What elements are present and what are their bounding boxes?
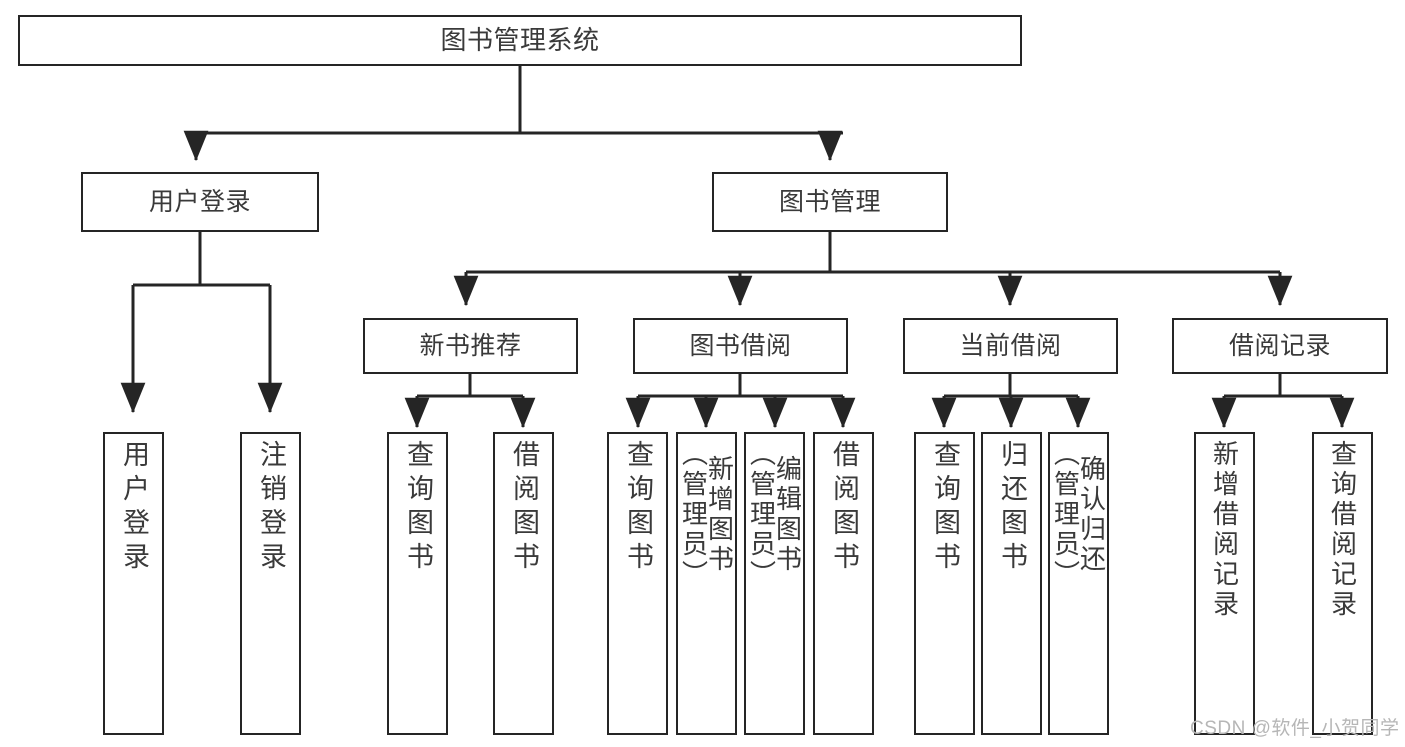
leaf-borrow-book-recommend[interactable]: 借阅图书 [493, 432, 554, 735]
leaf-query-book-borrow[interactable]: 查询图书 [607, 432, 668, 735]
node-label: 借阅图书 [509, 440, 539, 576]
leaf-return-book[interactable]: 归还图书 [981, 432, 1042, 735]
leaf-add-book-admin[interactable]: 新增图书 （管理员） [676, 432, 737, 735]
node-label: 查询图书 [930, 440, 960, 576]
leaf-user-login[interactable]: 用户登录 [103, 432, 164, 735]
node-label: 注销登录 [256, 440, 286, 576]
leaf-query-book-recommend[interactable]: 查询图书 [387, 432, 448, 735]
node-label: 用户登录 [148, 188, 251, 216]
node-label: 图书管理 [778, 188, 881, 216]
node-label: 图书管理系统 [440, 24, 600, 55]
node-label: 编辑图书 （管理员） [746, 440, 803, 590]
node-label: 借阅图书 [829, 440, 859, 576]
node-label: 确认归还 （管理员） [1050, 440, 1107, 590]
leaf-edit-book-admin[interactable]: 编辑图书 （管理员） [744, 432, 805, 735]
node-label: 新增图书 （管理员） [678, 440, 735, 590]
leaf-borrow-book[interactable]: 借阅图书 [813, 432, 874, 735]
node-book-borrow[interactable]: 图书借阅 [633, 318, 848, 374]
node-label: 查询图书 [403, 440, 433, 576]
node-label: 归还图书 [997, 440, 1027, 576]
node-label: 当前借阅 [959, 332, 1062, 360]
node-root-system[interactable]: 图书管理系统 [18, 15, 1022, 66]
node-label: 用户登录 [119, 440, 149, 576]
node-user-login[interactable]: 用户登录 [81, 172, 319, 232]
node-label: 新书推荐 [419, 332, 522, 360]
leaf-logout[interactable]: 注销登录 [240, 432, 301, 735]
watermark-text: CSDN @软件_小贺同学 [1190, 718, 1400, 739]
node-label: 查询图书 [623, 440, 653, 576]
node-label: 图书借阅 [689, 332, 792, 360]
node-current-borrow[interactable]: 当前借阅 [903, 318, 1118, 374]
node-label: 借阅记录 [1228, 332, 1331, 360]
node-new-book-recommend[interactable]: 新书推荐 [363, 318, 578, 374]
leaf-query-borrow-record[interactable]: 查询借阅记录 [1312, 432, 1373, 735]
leaf-query-book-current[interactable]: 查询图书 [914, 432, 975, 735]
leaf-add-borrow-record[interactable]: 新增借阅记录 [1194, 432, 1255, 735]
node-borrow-record[interactable]: 借阅记录 [1172, 318, 1388, 374]
node-label: 新增借阅记录 [1209, 440, 1240, 620]
leaf-confirm-return-admin[interactable]: 确认归还 （管理员） [1048, 432, 1109, 735]
node-label: 查询借阅记录 [1327, 440, 1358, 620]
node-book-management[interactable]: 图书管理 [712, 172, 948, 232]
